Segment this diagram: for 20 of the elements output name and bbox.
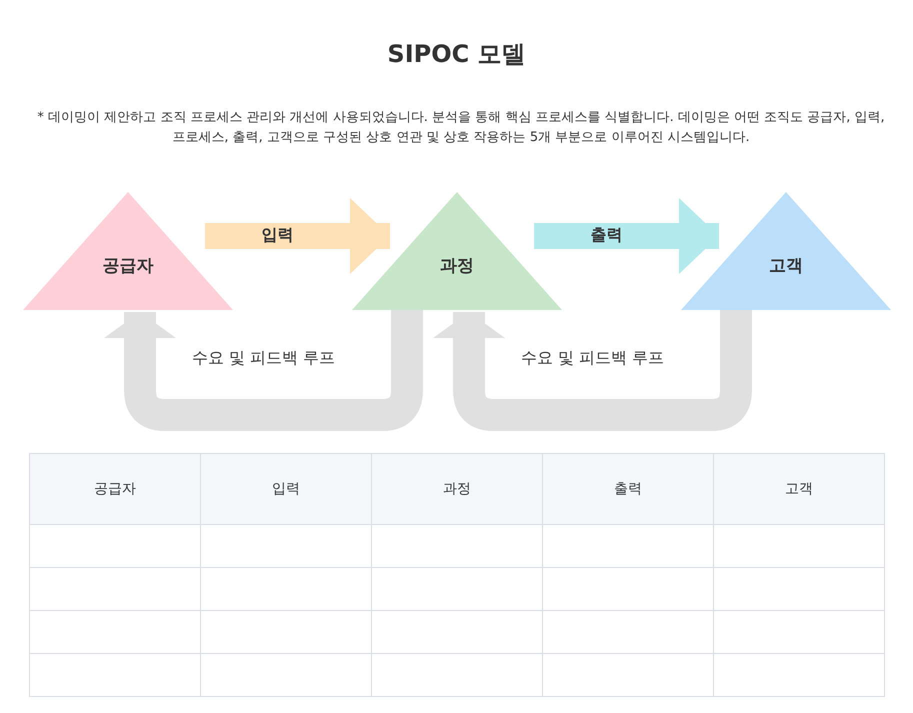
header-cell: 과정 [372, 454, 542, 524]
edge-label: 출력 [590, 225, 622, 246]
node-label: 과정 [439, 255, 475, 277]
diagram-title: SIPOC 모델 [386, 39, 527, 70]
feedback-loop-arrow [104, 310, 423, 431]
header-cell: 공급자 [30, 454, 200, 524]
note-text: * 데이밍이 제안하고 조직 프로세스 관리와 개선에 사용되었습니다. 분석을 통해 핵심 프로세스를 식별합니다. 데이밍은 어떤 조직도 공급자, 입력, 프로세스, 출력, 고객으로 구성된 상호 연관 및 상호 작용하는 5개 부분으로 이루어진 시스템입니다. [36, 109, 886, 147]
node-label: 공급자 [102, 255, 154, 277]
header-cell: 입력 [200, 454, 372, 524]
block-arrow [205, 198, 390, 274]
edge-label: 수요 및 피드백 루프 [520, 348, 664, 369]
triangle-node [352, 192, 562, 310]
block-arrow [534, 198, 719, 274]
triangle-node [681, 192, 891, 310]
node-label: 고객 [768, 255, 804, 277]
edge-label: 입력 [262, 225, 294, 246]
header-cell: 고객 [714, 454, 884, 524]
header-cell: 출력 [542, 454, 714, 524]
edge-label: 수요 및 피드백 루프 [192, 348, 336, 369]
triangle-node [23, 192, 233, 310]
